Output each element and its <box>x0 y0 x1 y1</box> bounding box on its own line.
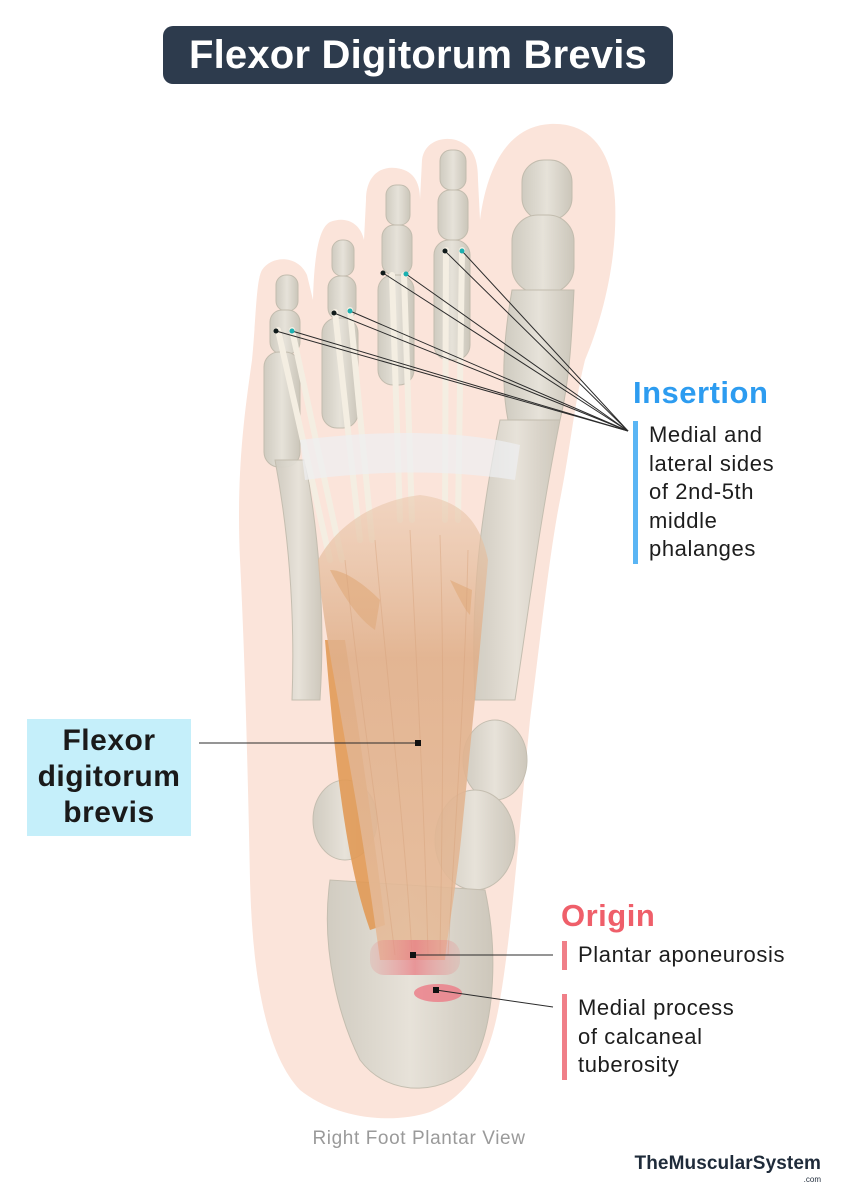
brand-suffix: .com <box>803 1175 821 1184</box>
origin-line: of calcaneal <box>578 1023 703 1049</box>
view-caption: Right Foot Plantar View <box>312 1128 526 1149</box>
muscle-fibers <box>344 529 469 956</box>
origin-line: Medial process <box>578 995 735 1020</box>
insertion-heading: Insertion <box>633 375 769 410</box>
insertion-line: middle <box>649 507 718 533</box>
origin-line: tuberosity <box>578 1052 680 1077</box>
muscle-name-line: digitorum <box>37 760 181 793</box>
muscle-pointer-dot <box>415 740 421 746</box>
muscle-name-label: Flexor digitorum brevis <box>27 719 191 836</box>
origin-line: Plantar aponeurosis <box>578 942 786 967</box>
origin-heading: Origin <box>561 898 656 933</box>
fdb-muscle-belly <box>318 495 488 960</box>
origin-calcaneal-tuberosity: Medial process of calcaneal tuberosity <box>562 994 802 1080</box>
brand-logo: TheMuscularSystem <box>634 1153 821 1174</box>
aponeurosis-pointer-dot <box>410 952 416 958</box>
insertion-description: Medial and lateral sides of 2nd-5th midd… <box>633 421 833 564</box>
insertion-line: of 2nd-5th <box>649 479 755 504</box>
insertion-line: phalanges <box>649 536 756 561</box>
insertion-points <box>273 248 465 334</box>
insertion-line: Medial and <box>649 422 763 447</box>
muscle-name-line: Flexor <box>62 724 156 757</box>
insertion-line: lateral sides <box>649 450 775 476</box>
page-title: Flexor Digitorum Brevis <box>163 26 673 84</box>
tendons <box>275 247 465 563</box>
calcaneal-pointer-dot <box>433 987 439 993</box>
origin-plantar-aponeurosis: Plantar aponeurosis <box>562 941 832 970</box>
muscle-name-line: brevis <box>63 796 155 829</box>
leader-lines <box>199 250 629 1008</box>
aponeurosis-band <box>300 433 520 480</box>
